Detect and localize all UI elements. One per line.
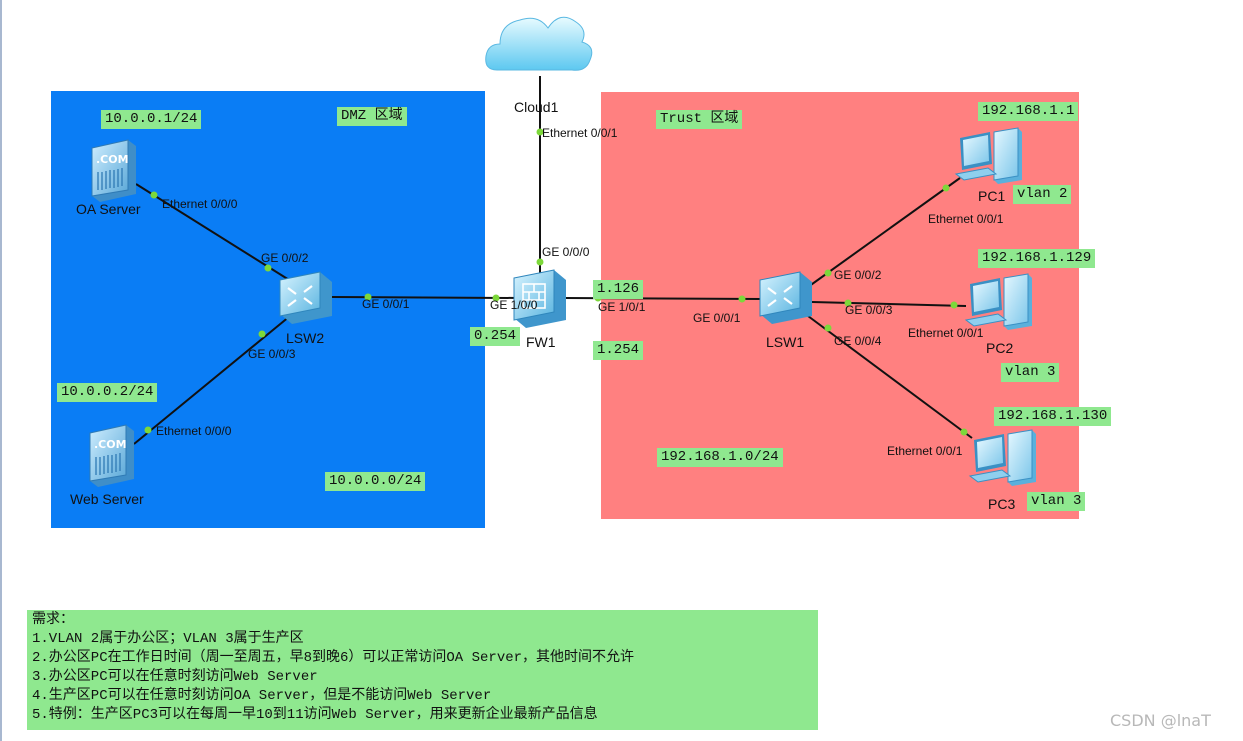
server-icon[interactable]: .COM — [91, 139, 136, 202]
port-dot — [144, 426, 152, 434]
fw1-name: FW1 — [526, 334, 556, 350]
trust-subnet-label: 192.168.1.0/24 — [657, 448, 783, 467]
pc2-ip-label: 192.168.1.129 — [978, 249, 1096, 268]
pc3-port-label: Ethernet 0/0/1 — [887, 444, 963, 458]
cloud-icon[interactable] — [485, 16, 593, 71]
fw1-trust-ip-label: 1.126 — [593, 280, 644, 299]
oa-server-name: OA Server — [76, 201, 141, 217]
pc2-port-label: Ethernet 0/0/1 — [908, 326, 984, 340]
requirements-title: 需求： — [32, 612, 74, 628]
pc3-vlan-label: vlan 3 — [1027, 492, 1086, 511]
requirements-box: 需求： 1.VLAN 2属于办公区；VLAN 3属于生产区 2.办公区PC在工作… — [27, 610, 818, 730]
oa-server-port-label: Ethernet 0/0/0 — [162, 197, 238, 211]
fw1-ge101-label: GE 1/0/1 — [598, 300, 646, 314]
port-dot — [824, 269, 832, 277]
lsw1-ge004-label: GE 0/0/4 — [834, 334, 882, 348]
link-lsw1-pc2 — [811, 301, 967, 307]
pc1-ip-label: 192.168.1.1 — [978, 102, 1079, 121]
web-server-ip-label: 10.0.0.2/24 — [57, 383, 158, 402]
link-lsw1-pc3 — [807, 315, 973, 439]
lsw1-ge002-label: GE 0/0/2 — [834, 268, 882, 282]
watermark: CSDN @lnaT — [1110, 711, 1211, 730]
cloud1-name: Cloud1 — [514, 99, 559, 115]
lsw2-ge002-label: GE 0/0/2 — [261, 251, 309, 265]
lsw2-name: LSW2 — [286, 330, 325, 346]
switch-icon[interactable] — [279, 271, 332, 324]
port-dot — [536, 258, 544, 266]
trust-zone-label: Trust 区域 — [656, 110, 743, 129]
link-web-lsw2 — [133, 315, 291, 445]
switch-icon[interactable] — [759, 271, 812, 324]
svg-text:.COM: .COM — [94, 438, 127, 451]
requirement-item: 2.办公区PC在工作日时间（周一至周五，早8到晚6）可以正常访问OA Serve… — [32, 650, 635, 666]
svg-text:.COM: .COM — [96, 153, 129, 166]
pc2-vlan-label: vlan 3 — [1001, 363, 1060, 382]
pc1-port-label: Ethernet 0/0/1 — [928, 212, 1004, 226]
lsw2-ge003-label: GE 0/0/3 — [248, 347, 296, 361]
link-lsw2-fw1 — [331, 296, 521, 299]
port-dot — [960, 428, 968, 436]
dmz-zone-label: DMZ 区域 — [337, 107, 407, 126]
web-server-port-label: Ethernet 0/0/0 — [156, 424, 232, 438]
lsw1-ge001-label: GE 0/0/1 — [693, 311, 741, 325]
requirement-item: 1.VLAN 2属于办公区；VLAN 3属于生产区 — [32, 631, 304, 647]
fw1-ge100-label: GE 1/0/0 — [490, 298, 538, 312]
cloud1-port-label: Ethernet 0/0/1 — [542, 126, 618, 140]
server-icon[interactable]: .COM — [89, 424, 134, 487]
port-dot — [364, 293, 372, 301]
port-dot — [738, 295, 746, 303]
firewall-icon[interactable] — [513, 269, 566, 328]
link-lsw1-pc1 — [807, 177, 961, 288]
port-dot — [258, 330, 266, 338]
pc3-name: PC3 — [988, 496, 1016, 512]
pc-icon[interactable] — [954, 127, 1022, 184]
lsw2-ge001-label: GE 0/0/1 — [362, 297, 410, 311]
port-dot — [950, 301, 958, 309]
requirement-item: 5.特例：生产区PC3可以在每周一早10到11访问Web Server，用来更新… — [32, 707, 598, 723]
port-dot — [824, 324, 832, 332]
pc2-name: PC2 — [986, 340, 1014, 356]
port-dot — [942, 184, 950, 192]
pc-icon[interactable] — [964, 273, 1032, 330]
requirement-item: 4.生产区PC可以在任意时刻访问OA Server，但是不能访问Web Serv… — [32, 688, 492, 704]
oa-server-ip-label: 10.0.0.1/24 — [101, 110, 202, 129]
requirement-item: 3.办公区PC可以在任意时刻访问Web Server — [32, 669, 318, 685]
port-dot — [844, 299, 852, 307]
pc3-ip-label: 192.168.1.130 — [994, 407, 1112, 426]
fw1-ge000-label: GE 0/0/0 — [542, 245, 590, 259]
port-dot — [536, 128, 544, 136]
lsw1-name: LSW1 — [766, 334, 805, 350]
web-server-name: Web Server — [70, 491, 144, 507]
lsw1-ge003-label: GE 0/0/3 — [845, 303, 893, 317]
dmz-subnet-label: 10.0.0.0/24 — [325, 472, 426, 491]
port-dot — [264, 264, 272, 272]
port-dot — [492, 294, 500, 302]
pc1-name: PC1 — [978, 188, 1006, 204]
fw1-trust-ip2-label: 1.254 — [593, 341, 644, 360]
pc1-vlan-label: vlan 2 — [1013, 185, 1072, 204]
pc-icon[interactable] — [968, 429, 1036, 486]
fw1-dmz-ip-label: 0.254 — [470, 327, 521, 346]
port-dot — [150, 191, 158, 199]
